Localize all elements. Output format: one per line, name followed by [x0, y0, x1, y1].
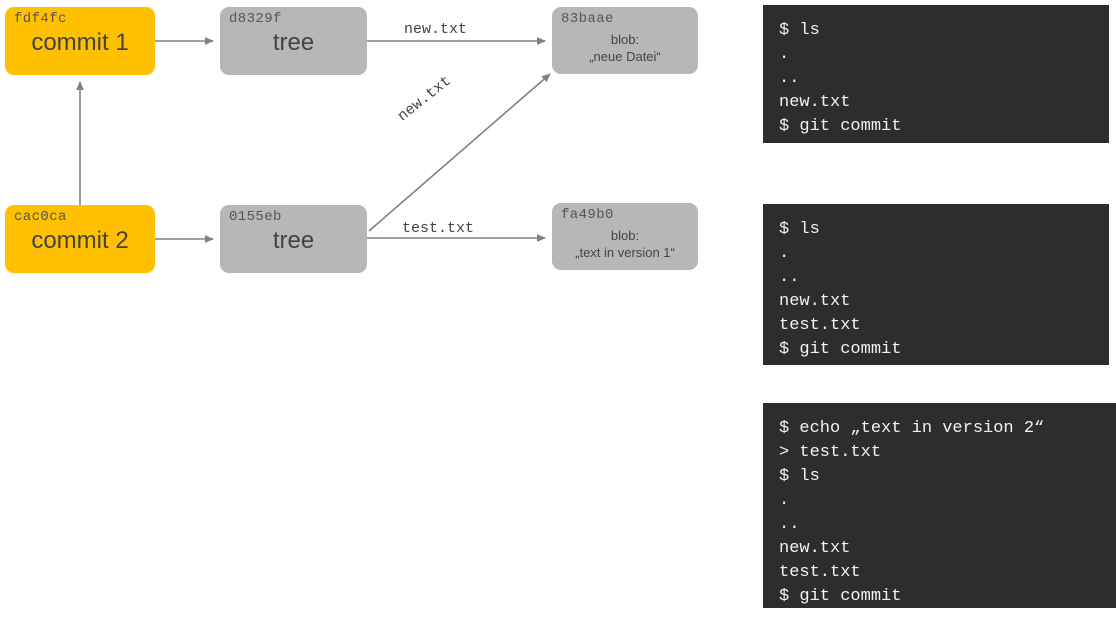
blob-1-kind: blob:	[610, 32, 640, 47]
tree-1-label: tree	[272, 29, 315, 56]
terminal-line: $ git commit	[779, 340, 902, 359]
terminal-commit-3[interactable]: $ echo „text in version 2“ > test.txt $ ls…	[763, 403, 1116, 608]
terminal-line: $ ls	[779, 220, 820, 239]
tree-2-label: tree	[272, 227, 315, 254]
commit-2-hash: cac0ca	[14, 209, 67, 225]
terminal-line: test.txt	[779, 316, 861, 335]
terminal-line: $ echo „text in version 2“	[779, 419, 1045, 438]
node-blob-1[interactable]: 83baae blob: „neue Datei“	[552, 7, 698, 74]
node-commit-1[interactable]: fdf4fc commit 1	[5, 7, 155, 75]
terminal-line: $ ls	[779, 21, 820, 40]
terminal-commit-1[interactable]: $ ls... new.txt $ git commit	[763, 5, 1109, 143]
commit-1-hash: fdf4fc	[14, 11, 67, 27]
node-tree-1[interactable]: d8329f tree	[220, 7, 367, 75]
terminal-line: test.txt	[779, 563, 861, 582]
terminal-line: > test.txt	[779, 443, 882, 462]
commit-2-label: commit 2	[31, 227, 129, 254]
edge-label-tree2-to-blob2: test.txt	[402, 220, 475, 237]
terminal-line: .	[779, 244, 790, 263]
blob-1-body: blob: „neue Datei“	[552, 31, 698, 65]
terminal-line: .	[779, 45, 790, 64]
terminal-line: .	[779, 491, 790, 510]
commit-1-label: commit 1	[31, 29, 129, 56]
terminal-commit-2[interactable]: $ ls... new.txt test.txt $ git commit	[763, 204, 1109, 365]
edge-label-tree1-to-blob1: new.txt	[404, 21, 468, 38]
blob-1-hash: 83baae	[561, 11, 614, 27]
blob-2-kind: blob:	[610, 228, 640, 243]
terminal-line: ..	[779, 268, 800, 287]
terminal-line: new.txt	[779, 539, 851, 558]
terminal-line: $ git commit	[779, 117, 902, 136]
node-commit-2[interactable]: cac0ca commit 2	[5, 205, 155, 273]
blob-2-hash: fa49b0	[561, 207, 614, 223]
edge-tree2-to-blob1	[368, 73, 551, 232]
terminal-line: $ ls	[779, 467, 820, 486]
tree-1-hash: d8329f	[229, 11, 282, 27]
node-tree-2[interactable]: 0155eb tree	[220, 205, 367, 273]
terminal-line: ..	[779, 515, 800, 534]
blob-2-content: „text in version 1“	[575, 245, 675, 260]
blob-2-body: blob: „text in version 1“	[552, 227, 698, 261]
terminal-line: new.txt	[779, 93, 851, 112]
edge-label-tree2-to-blob1: new.txt	[394, 72, 455, 126]
tree-2-hash: 0155eb	[229, 209, 282, 225]
blob-1-content: „neue Datei“	[589, 49, 661, 64]
node-blob-2[interactable]: fa49b0 blob: „text in version 1“	[552, 203, 698, 270]
terminal-line: ..	[779, 69, 800, 88]
terminal-line: $ git commit	[779, 587, 902, 606]
terminal-line: new.txt	[779, 292, 851, 311]
